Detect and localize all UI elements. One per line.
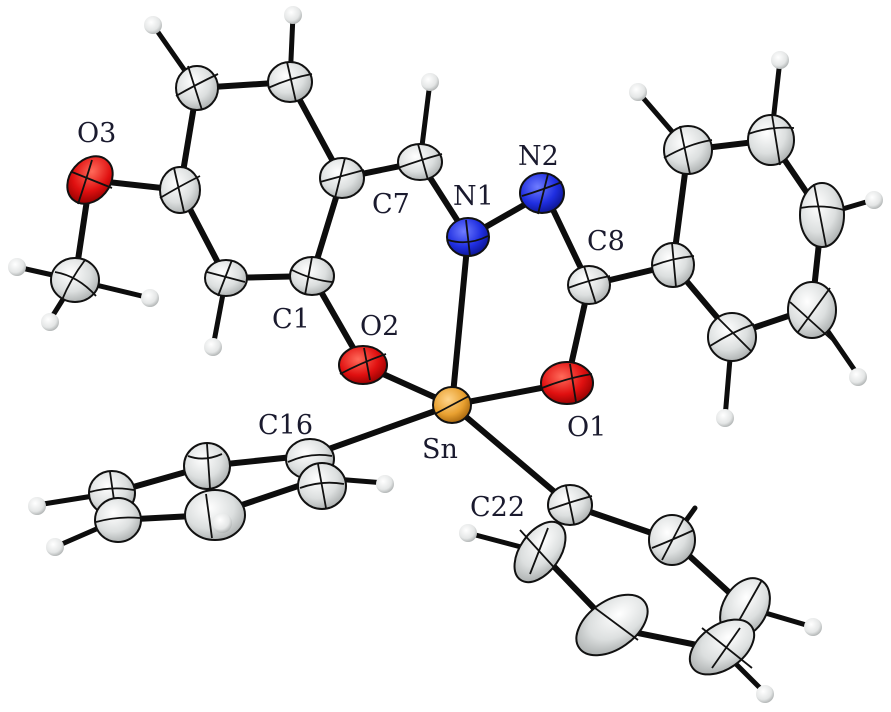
label-o2: O2 (360, 311, 399, 342)
carbon-atom-c8 (567, 265, 611, 305)
hydrogen-atom (376, 475, 394, 493)
carbon-atoms (50, 61, 845, 676)
label-n1: N1 (453, 181, 494, 212)
oxygen-atom-o2 (338, 345, 388, 385)
hydrogen-atom (46, 538, 64, 556)
hydrogen-atom (459, 524, 477, 542)
hydrogen-atoms (8, 6, 883, 703)
carbon-atom-c22 (547, 484, 593, 526)
hydrogen-atom (204, 338, 222, 356)
hydrogen-atom (865, 191, 883, 209)
label-n2: N2 (518, 141, 559, 172)
tin-atom-sn (432, 386, 472, 424)
hydrogen-atom (629, 83, 647, 101)
hydrogen-atom (144, 16, 162, 34)
label-c22: C22 (470, 492, 525, 523)
hydrogen-atom (28, 497, 46, 515)
hydrogen-atom (141, 289, 159, 307)
label-c7: C7 (372, 189, 410, 220)
heteroatoms (66, 155, 594, 424)
nitrogen-atom-n1 (446, 217, 490, 257)
hydrogen-atom (41, 313, 59, 331)
label-sn: Sn (422, 434, 458, 465)
hydrogen-atom (849, 368, 867, 386)
label-o1: O1 (567, 412, 606, 443)
hydrogen-atom (756, 685, 774, 703)
carbon-atom-c7 (397, 143, 443, 181)
label-c16: C16 (258, 410, 313, 441)
hydrogen-atom (716, 409, 734, 427)
nitrogen-atom-n2 (519, 172, 565, 215)
hydrogen-atom (8, 258, 26, 276)
label-c8: C8 (587, 226, 625, 257)
hydrogen-atom (421, 73, 439, 91)
carbon-atom-c1 (289, 256, 335, 296)
label-c1: C1 (272, 304, 310, 335)
label-o3: O3 (77, 118, 116, 149)
atom-labels: O3 C7 N1 N2 C8 C1 O2 C16 Sn O1 C22 (77, 118, 625, 523)
hydrogen-atom (804, 618, 822, 636)
hydrogen-atom (284, 6, 302, 24)
oxygen-atom-o3 (66, 155, 114, 205)
hydrogen-atom (771, 51, 789, 69)
oxygen-atom-o1 (540, 361, 594, 405)
